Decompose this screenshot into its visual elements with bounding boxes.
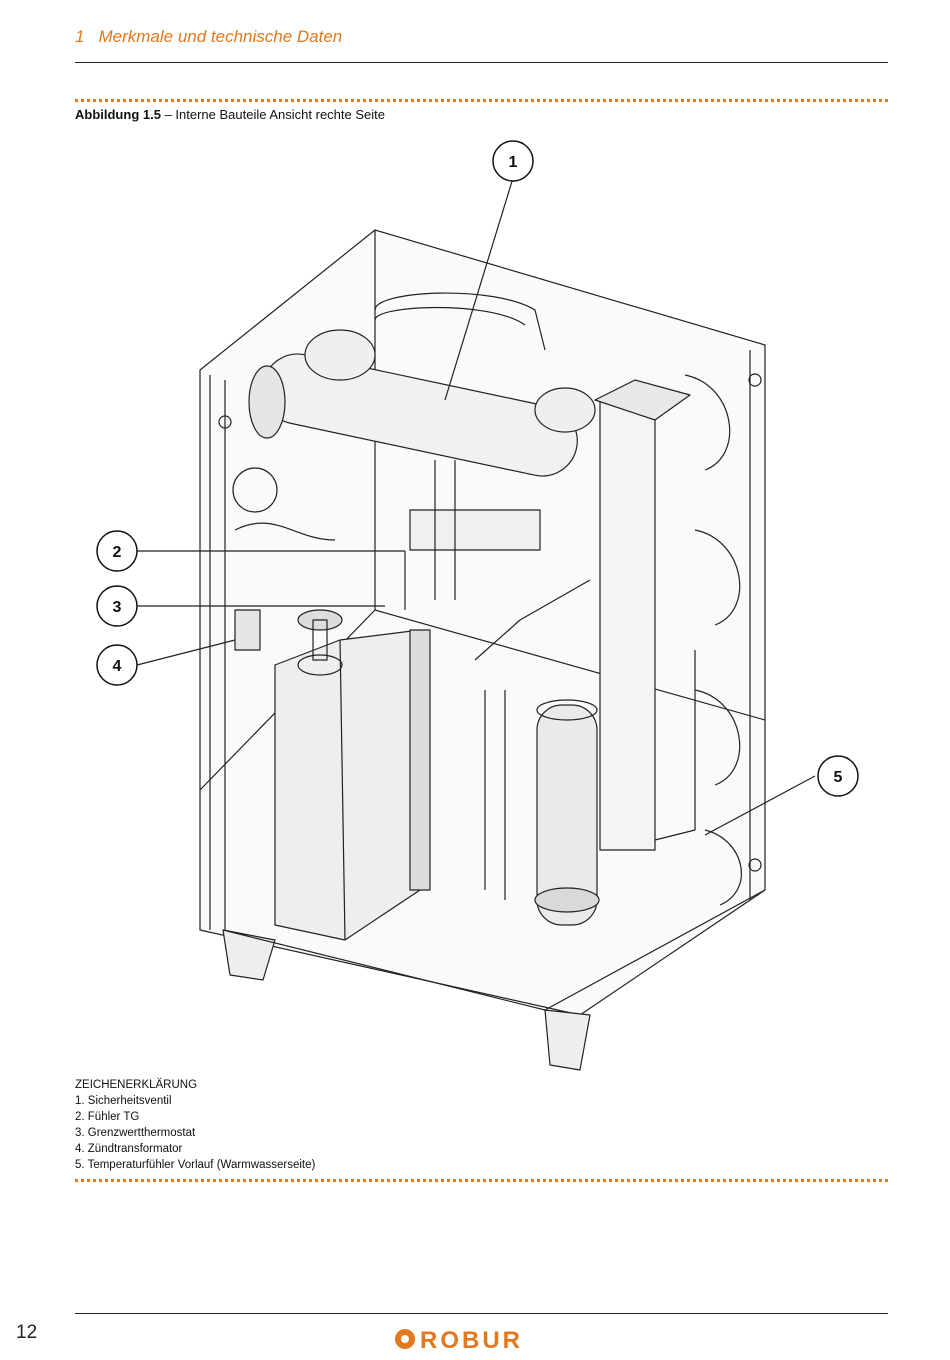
logo-wordmark: ROBUR [420, 1327, 523, 1352]
callout-1-label: 1 [509, 154, 518, 171]
callout-5-circle [817, 755, 859, 797]
chapter-title: Merkmale und technische Daten [98, 27, 343, 46]
figure-caption: Abbildung 1.5 – Interne Bauteile Ansicht… [75, 107, 385, 122]
legend-item: 3. Grenzwertthermostat [75, 1127, 196, 1139]
legend-title: ZEICHENERKLÄRUNG [75, 1079, 198, 1091]
figure-caption-text: Interne Bauteile Ansicht rechte Seite [175, 107, 385, 122]
robur-logo: ROBUR [395, 1327, 523, 1352]
callout-4-label: 4 [113, 658, 122, 675]
callout-5-label: 5 [834, 769, 843, 786]
page-number: 12 [16, 1322, 38, 1343]
callout-4-circle [96, 644, 138, 686]
legend-item: 1. Sicherheitsventil [75, 1095, 172, 1107]
callout-1-circle [492, 140, 534, 182]
chapter-header: 1 Merkmale und technische Daten [75, 27, 342, 47]
callout-3-label: 3 [113, 599, 122, 616]
technical-drawing: 1 2 3 4 5 [96, 140, 859, 1071]
callout-2-label: 2 [113, 544, 122, 561]
figure-caption-label: Abbildung 1.5 [75, 107, 161, 122]
chapter-number: 1 [75, 27, 85, 46]
legend-item: 5. Temperaturfühler Vorlauf (Warmwassers… [75, 1159, 316, 1171]
legend-item: 4. Zündtransformator [75, 1143, 183, 1155]
callout-3-circle [96, 585, 138, 627]
legend: ZEICHENERKLÄRUNG 1. Sicherheitsventil 2.… [75, 1077, 315, 1173]
footer-rule [75, 1313, 888, 1314]
header-rule [75, 62, 888, 63]
callout-2-circle [96, 530, 138, 572]
legend-item: 2. Fühler TG [75, 1111, 140, 1123]
caption-separator-top [75, 99, 888, 102]
legend-separator-bottom [75, 1179, 888, 1182]
figure-caption-separator: – [160, 107, 176, 122]
